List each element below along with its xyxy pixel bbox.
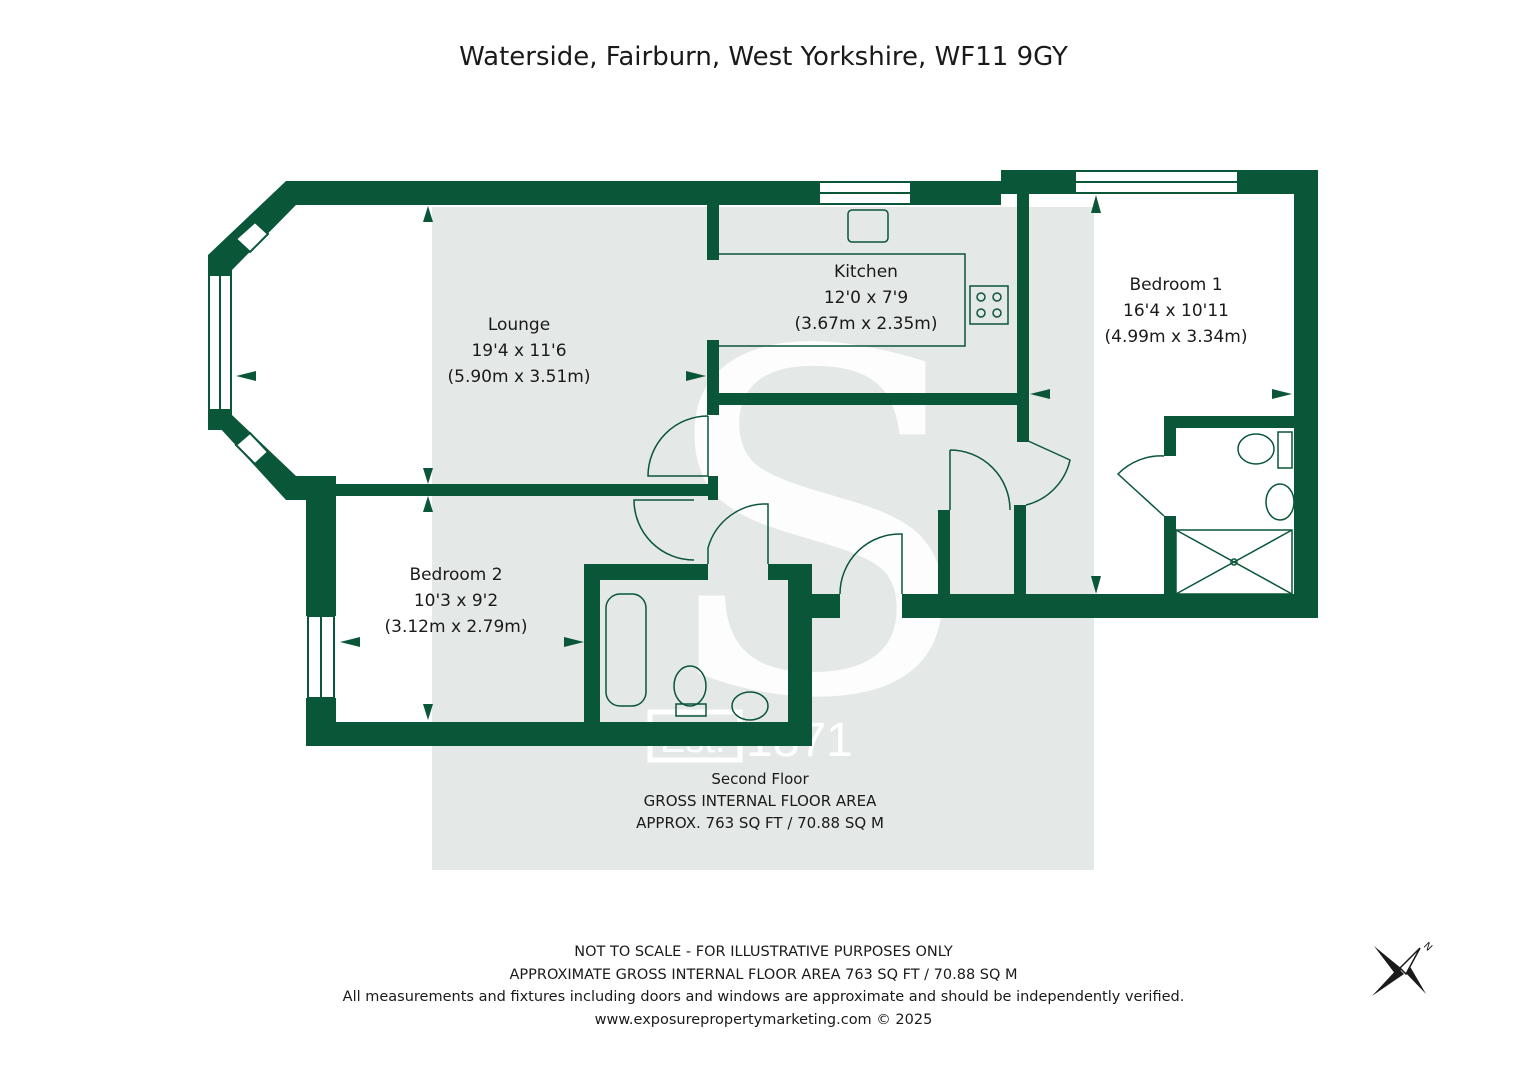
kitchen-counter	[719, 253, 966, 347]
room-imperial: 19'4 x 11'6	[471, 341, 567, 361]
door-hall	[839, 533, 903, 595]
walls	[208, 170, 1318, 746]
door-bedroom2	[633, 499, 695, 561]
room-imperial: 10'3 x 9'2	[413, 591, 499, 611]
room-label-bedroom1: Bedroom 1 16'4 x 10'11 (4.99m x 3.34m)	[1076, 272, 1276, 350]
bath-icon	[605, 593, 647, 707]
room-name: Bedroom 2	[409, 565, 503, 585]
room-metric: (5.90m x 3.51m)	[447, 367, 591, 387]
fixtures	[605, 209, 1295, 721]
shower-icon	[1175, 529, 1293, 595]
compass-icon: N	[1372, 941, 1434, 996]
doors	[633, 415, 1165, 595]
window-bay-top	[234, 220, 270, 254]
room-metric: (3.12m x 2.79m)	[384, 617, 528, 637]
floor-area-value: APPROX. 763 SQ FT / 70.88 SQ M	[636, 814, 884, 832]
room-name: Bedroom 1	[1129, 275, 1223, 295]
hob-icon	[969, 285, 1009, 325]
footer-line-verify: All measurements and fixtures including …	[342, 989, 1185, 1005]
room-imperial: 16'4 x 10'11	[1123, 301, 1229, 321]
footer-disclaimer: NOT TO SCALE - FOR ILLUSTRATIVE PURPOSES…	[0, 941, 1527, 1031]
room-label-bedroom2: Bedroom 2 10'3 x 9'2 (3.12m x 2.79m)	[356, 562, 556, 640]
room-metric: (3.67m x 2.35m)	[794, 314, 938, 334]
floor-area-heading: GROSS INTERNAL FLOOR AREA	[643, 792, 877, 810]
dimension-arrows	[236, 195, 1292, 720]
room-metric: (4.99m x 3.34m)	[1104, 327, 1248, 347]
room-label-kitchen: Kitchen 12'0 x 7'9 (3.67m x 2.35m)	[766, 259, 966, 337]
room-imperial: 12'0 x 7'9	[823, 288, 909, 308]
page-title: Waterside, Fairburn, West Yorkshire, WF1…	[459, 42, 1068, 72]
compass-north-label: N	[1421, 941, 1434, 954]
floor-area-label: Second Floor GROSS INTERNAL FLOOR AREA A…	[560, 768, 960, 834]
windows	[208, 170, 1239, 699]
footer-line-website: www.exposurepropertymarketing.com © 2025	[594, 1011, 933, 1028]
room-name: Lounge	[487, 315, 551, 335]
watermark-background	[432, 207, 1094, 870]
footer-line-scale: NOT TO SCALE - FOR ILLUSTRATIVE PURPOSES…	[574, 944, 953, 960]
room-name: Kitchen	[834, 262, 898, 282]
door-lounge	[647, 415, 709, 477]
door-cupboard	[949, 449, 1011, 511]
kitchen-sink-icon	[847, 209, 889, 243]
room-label-lounge: Lounge 19'4 x 11'6 (5.90m x 3.51m)	[419, 312, 619, 390]
floor-name: Second Floor	[711, 770, 809, 788]
toilet-icon	[673, 665, 707, 707]
footer-line-area: APPROXIMATE GROSS INTERNAL FLOOR AREA 76…	[509, 966, 1018, 983]
ensuite-toilet-icon	[1237, 433, 1275, 465]
ensuite-basin-icon	[1265, 483, 1295, 521]
door-bedroom1	[1025, 439, 1071, 506]
door-bathroom	[707, 503, 769, 564]
door-ensuite	[1116, 455, 1165, 517]
window-bay-bottom	[234, 431, 270, 466]
basin-icon	[731, 691, 769, 721]
